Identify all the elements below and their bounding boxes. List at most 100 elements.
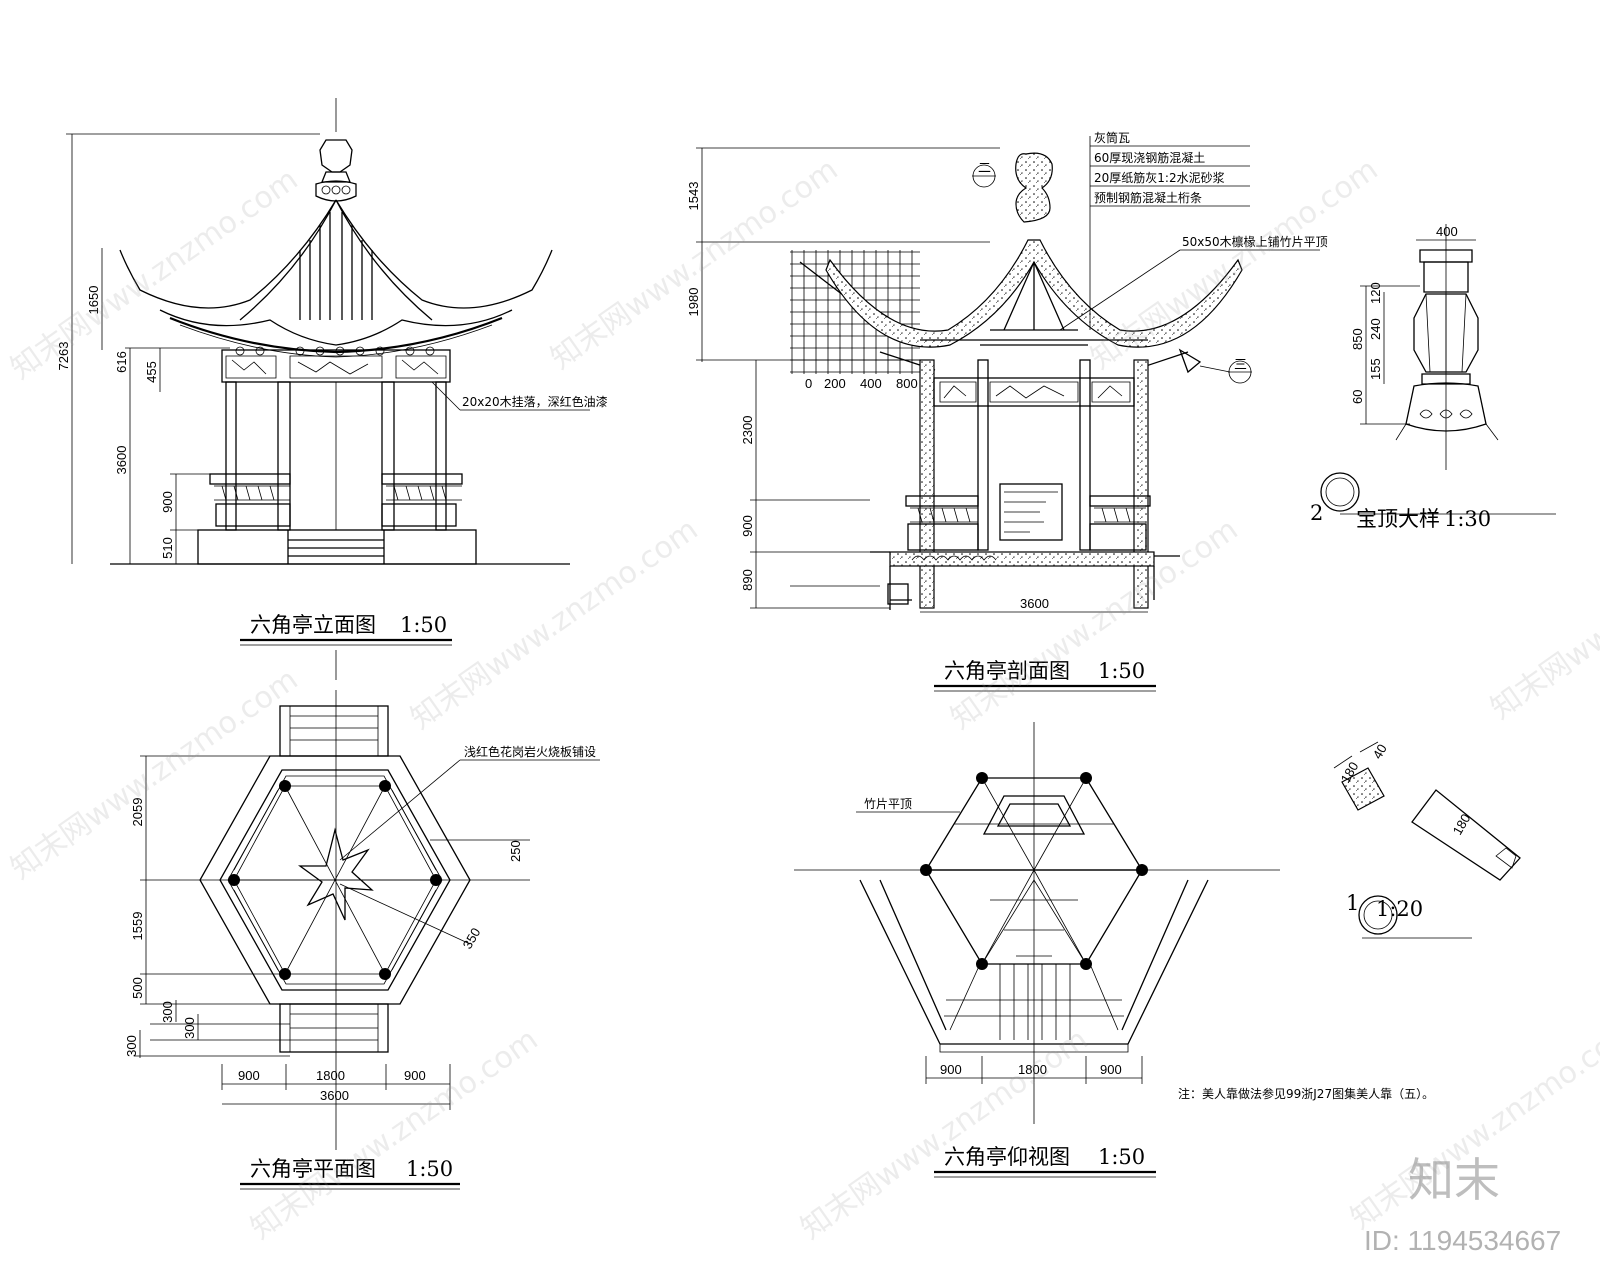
section-grid-0: 0 [805, 376, 812, 391]
section-dim-900: 900 [740, 515, 755, 537]
roof-layer-concrete: 60厚现浇钢筋混凝土 [1094, 150, 1205, 165]
plan-dim-total: 3600 [320, 1088, 349, 1103]
ceiling-dim-900a: 900 [940, 1062, 962, 1077]
section-sign-board [999, 483, 1063, 541]
section-grid-200: 200 [824, 376, 846, 391]
plan-dim-300c: 300 [124, 1035, 139, 1057]
plan-dims-horizontal: 900 1800 900 3600 [221, 1064, 451, 1110]
section-finial-detail: 二 三 [972, 152, 1252, 384]
plan-dim-300a: 300 [160, 1001, 175, 1023]
elev-dim-column: 3600 [114, 446, 129, 475]
finial-dim-60: 60 [1350, 390, 1365, 404]
section-dim-890: 890 [740, 569, 755, 591]
watermark-1: 知末网www.znzmo.com [5, 162, 305, 387]
plan-dim-900b: 900 [404, 1068, 426, 1083]
section-grid-400: 400 [860, 376, 882, 391]
elevation-finial [315, 98, 357, 202]
ceiling-view: 竹片平顶 900 1800 900 六角亭仰视图 1:50 [794, 722, 1280, 1178]
watermark-6: 知末网www.znzmo.com [945, 512, 1245, 737]
section-callout-side: 三 [1234, 357, 1247, 372]
section-view: 0 200 400 800 [686, 130, 1328, 692]
detail1-dim-40: 40 [1370, 741, 1390, 761]
detail1-scale: 1:20 [1376, 897, 1423, 921]
plan-dim-1559: 1559 [130, 912, 145, 941]
section-dim-1543: 1543 [686, 182, 701, 211]
section-dim-1980: 1980 [686, 288, 701, 317]
ceiling-dims: 900 1800 900 [925, 1056, 1143, 1084]
watermark-7: 知末网www.znzmo.com [1485, 502, 1600, 727]
finial-dim-155: 155 [1368, 358, 1383, 380]
section-grid: 0 200 400 800 [790, 250, 920, 391]
plan-dim-900a: 900 [238, 1068, 260, 1083]
detail1-circle [1358, 895, 1398, 935]
finial-dim-400: 400 [1436, 224, 1458, 239]
elevation-frieze [221, 346, 451, 383]
elev-dim-616: 616 [114, 351, 129, 373]
finial-detail-number: 2 [1310, 501, 1323, 525]
section-note-rafter: 50x50木檩椽上铺竹片平顶 [1182, 234, 1328, 249]
ceiling-title: 六角亭仰视图 [944, 1145, 1070, 1169]
elev-dim-total: 7263 [56, 342, 71, 371]
roof-layer-purlin: 预制钢筋混凝土桁条 [1094, 190, 1202, 205]
section-title: 六角亭剖面图 [944, 659, 1070, 683]
section-callout-top: 二 [978, 160, 991, 175]
finial-detail-title: 宝顶大样 [1356, 507, 1440, 531]
plan-dim-star: 250 [508, 840, 523, 862]
plan-scale: 1:50 [406, 1157, 453, 1181]
detail1-view: 180 40 180 1 1:20 [1333, 741, 1521, 939]
section-dim-2300: 2300 [740, 416, 755, 445]
elevation-roof [119, 199, 553, 358]
watermark-5: 知末网www.znzmo.com [405, 512, 705, 737]
finial-dim-850: 850 [1350, 328, 1365, 350]
finial-detail-scale: 1:30 [1444, 507, 1491, 531]
section-benches [905, 495, 1151, 551]
section-scale: 1:50 [1098, 659, 1145, 683]
plan-floor-star [298, 827, 374, 921]
ceiling-dim-1800: 1800 [1018, 1062, 1047, 1077]
section-roof-layers: 灰筒瓦 60厚现浇钢筋混凝土 20厚纸筋灰1:2水泥砂浆 预制钢筋混凝土桁条 5… [1059, 130, 1328, 331]
roof-layer-plaster: 20厚纸筋灰1:2水泥砂浆 [1094, 170, 1225, 185]
elev-dim-roof: 1650 [86, 286, 101, 315]
finial-dim-240: 240 [1368, 318, 1383, 340]
finial-detail-circle [1320, 472, 1360, 512]
plan-dim-2059: 2059 [130, 798, 145, 827]
ceiling-note: 竹片平顶 [864, 797, 912, 811]
ceiling-scale: 1:50 [1098, 1145, 1145, 1169]
elevation-benches [209, 473, 463, 527]
detail1-dim-180b: 180 [1450, 811, 1474, 837]
plan-dim-1800: 1800 [316, 1068, 345, 1083]
section-floor [870, 551, 1180, 610]
finial-detail-view: 400 120 240 850 155 60 2 宝顶大样 1:30 [1310, 224, 1556, 531]
section-dimensions: 1543 1980 2300 900 890 3600 [686, 147, 1148, 613]
plan-dims-vertical: 2059 1559 500 300 300 300 [124, 755, 290, 1058]
detail1-number: 1 [1346, 891, 1359, 915]
section-frieze [933, 377, 1135, 407]
image-id: ID: 1194534667 [1364, 1225, 1561, 1256]
plan-note-floor: 浅红色花岗岩火烧板铺设 [464, 744, 596, 759]
roof-layer-tile: 灰筒瓦 [1094, 130, 1130, 145]
finial-dim-120: 120 [1368, 282, 1383, 304]
elevation-view: 7263 1650 616 455 3600 900 510 20x20木挂落，… [56, 98, 608, 680]
elev-note-beam: 20x20木挂落，深红色油漆 [462, 394, 608, 409]
elevation-columns [225, 381, 447, 531]
plan-dim-500: 500 [130, 977, 145, 999]
plan-view: 浅红色花岗岩火烧板铺设 350 250 2059 1559 500 300 30… [124, 690, 600, 1190]
elevation-dimensions: 7263 1650 616 455 3600 900 510 [56, 133, 320, 564]
footnote: 注：美人靠做法参见99浙J27图集美人靠（五）。 [1178, 1086, 1434, 1101]
section-dim-width: 3600 [1020, 596, 1049, 611]
section-grid-800: 800 [896, 376, 918, 391]
plan-title: 六角亭平面图 [250, 1157, 376, 1181]
brand-logo: 知末 [1408, 1153, 1500, 1207]
ceiling-columns [920, 772, 1148, 970]
ceiling-dim-900b: 900 [1100, 1062, 1122, 1077]
elev-dim-455: 455 [144, 361, 159, 383]
elevation-base [110, 529, 570, 565]
elevation-title: 六角亭立面图 [250, 613, 376, 637]
plan-dim-300b: 300 [182, 1017, 197, 1039]
elev-dim-base: 510 [160, 537, 175, 559]
plan-dim-diag: 350 [460, 925, 484, 951]
elev-dim-bench: 900 [160, 491, 175, 513]
elevation-scale: 1:50 [400, 613, 447, 637]
watermark-9: 知末网www.znzmo.com [795, 1022, 1095, 1247]
